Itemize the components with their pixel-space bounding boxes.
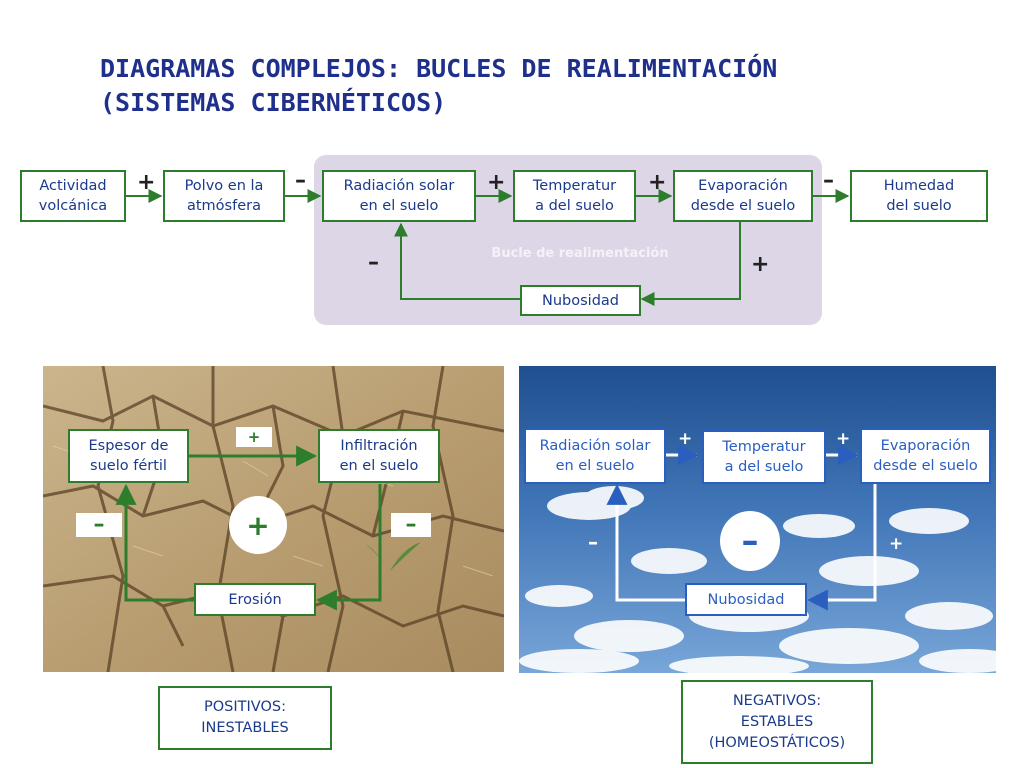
arrow-neg-nubosidad-radiacion: [606, 483, 685, 602]
neg-node-radiacion-solar: Radiación solar en el suelo: [524, 428, 666, 484]
title-line-2: (SISTEMAS CIBERNÉTICOS): [100, 88, 447, 117]
sign-minus-right-positive: –: [391, 513, 431, 537]
negative-loop-symbol: –: [720, 511, 780, 571]
sign-plus-3: +: [648, 170, 667, 195]
page-title: DIAGRAMAS COMPLEJOS: BUCLES DE REALIMENT…: [100, 52, 777, 120]
node-actividad-volcanica: Actividad volcánica: [20, 170, 126, 222]
node-erosion: Erosión: [194, 583, 316, 616]
node-humedad-suelo: Humedad del suelo: [850, 170, 988, 222]
neg-node-nubosidad: Nubosidad: [685, 583, 807, 616]
neg-sign-plus-right: +: [889, 534, 904, 554]
positive-loop-symbol: +: [229, 496, 287, 554]
arrow-evaporacion-nubosidad: [640, 222, 741, 306]
arrow-erosion-espesor: [115, 483, 194, 602]
arrow-nubosidad-radiacion: [394, 222, 520, 300]
feedback-loop-label: Bucle de realimentación: [491, 246, 669, 261]
node-polvo-atmosfera: Polvo en la atmósfera: [163, 170, 285, 222]
sign-plus-top-positive: +: [236, 427, 272, 447]
sign-plus-2: +: [487, 170, 506, 195]
caption-negativos: NEGATIVOS: ESTABLES (HOMEOSTÁTICOS): [681, 680, 873, 764]
sign-loop-right: +: [751, 252, 770, 277]
neg-sign-minus-left: –: [588, 530, 598, 554]
sign-minus-2: –: [823, 168, 834, 193]
neg-sign-plus-1: +: [678, 429, 693, 449]
neg-node-temperatura-suelo: Temperatur a del suelo: [702, 430, 826, 484]
caption-positivos: POSITIVOS: INESTABLES: [158, 686, 332, 750]
sign-loop-left: –: [368, 250, 379, 275]
node-nubosidad: Nubosidad: [520, 285, 641, 316]
node-infiltracion: Infiltración en el suelo: [318, 429, 440, 483]
node-temperatura-suelo: Temperatur a del suelo: [513, 170, 636, 222]
node-radiacion-solar: Radiación solar en el suelo: [322, 170, 476, 222]
sign-minus-left-positive: –: [76, 513, 122, 537]
title-line-1: DIAGRAMAS COMPLEJOS: BUCLES DE REALIMENT…: [100, 54, 778, 83]
node-espesor-suelo: Espesor de suelo fértil: [68, 429, 189, 483]
neg-sign-plus-2: +: [836, 429, 851, 449]
sign-minus-1: –: [295, 168, 306, 193]
sign-plus-1: +: [137, 170, 156, 195]
node-evaporacion: Evaporación desde el suelo: [673, 170, 813, 222]
arrow-neg-evaporacion-nubosidad: [806, 484, 877, 611]
neg-node-evaporacion: Evaporación desde el suelo: [860, 428, 991, 484]
arrow-infiltracion-erosion: [315, 484, 382, 611]
